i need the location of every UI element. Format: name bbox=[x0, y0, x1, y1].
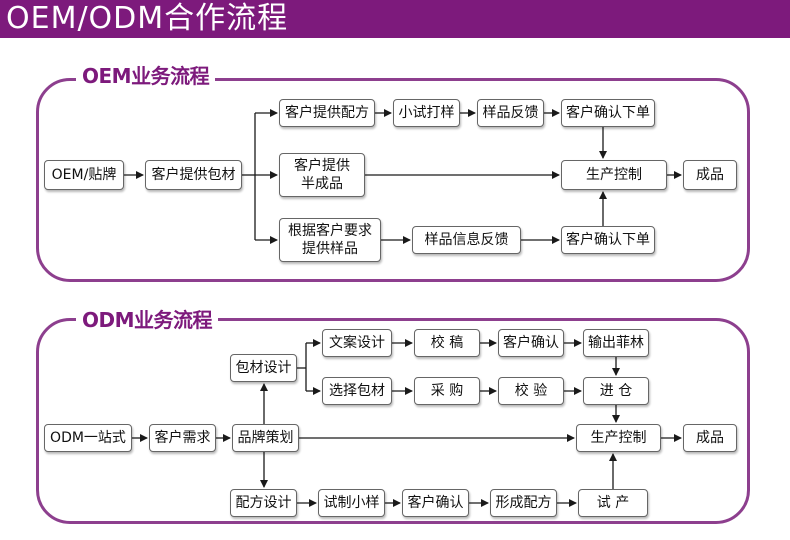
oem-start-box: OEM/贴牌 bbox=[44, 160, 124, 190]
oem-formula-box: 客户提供配方 bbox=[279, 99, 375, 127]
oem-confirm-bottom-box: 客户确认下单 bbox=[561, 226, 655, 254]
header-bar: OEM/ODM合作流程 bbox=[0, 0, 790, 38]
odm-section-title: ODM业务流程 bbox=[76, 307, 219, 333]
odm-finished-box: 成品 bbox=[683, 424, 737, 452]
oem-section-title: OEM业务流程 bbox=[76, 63, 216, 89]
odm-trial-sample-box: 试制小样 bbox=[318, 489, 385, 517]
odm-inspect-box: 校 验 bbox=[498, 377, 564, 405]
oem-package-box: 客户提供包材 bbox=[145, 160, 242, 190]
odm-brand-box: 品牌策划 bbox=[232, 424, 299, 452]
oem-finished-box: 成品 bbox=[683, 160, 737, 190]
oem-sample-feedback-box: 样品反馈 bbox=[477, 99, 544, 127]
odm-form-formula-box: 形成配方 bbox=[490, 489, 557, 517]
oem-trial-box: 小试打样 bbox=[393, 99, 460, 127]
odm-warehouse-box: 进 仓 bbox=[583, 377, 649, 405]
page-title: OEM/ODM合作流程 bbox=[6, 1, 289, 36]
oem-samples-box: 根据客户要求 提供样品 bbox=[279, 218, 381, 262]
odm-pack-design-box: 包材设计 bbox=[230, 354, 297, 382]
odm-copy-design-box: 文案设计 bbox=[322, 329, 392, 357]
oem-production-box: 生产控制 bbox=[561, 160, 667, 190]
odm-panel bbox=[36, 318, 750, 524]
odm-purchase-box: 采 购 bbox=[414, 377, 480, 405]
odm-needs-box: 客户需求 bbox=[149, 424, 216, 452]
oem-semi-product-box: 客户提供 半成品 bbox=[279, 153, 365, 197]
odm-production-box: 生产控制 bbox=[576, 424, 661, 452]
odm-customer-confirm-box: 客户确认 bbox=[498, 329, 564, 357]
odm-confirm2-box: 客户确认 bbox=[402, 489, 469, 517]
odm-select-pack-box: 选择包材 bbox=[322, 377, 392, 405]
oem-confirm-top-box: 客户确认下单 bbox=[561, 99, 655, 127]
odm-trial-production-box: 试 产 bbox=[578, 489, 648, 517]
odm-start-box: ODM一站式 bbox=[44, 424, 132, 452]
odm-proof-box: 校 稿 bbox=[414, 329, 480, 357]
odm-formula-design-box: 配方设计 bbox=[230, 489, 297, 517]
oem-panel bbox=[36, 78, 750, 282]
odm-film-box: 输出菲林 bbox=[583, 329, 649, 357]
oem-info-feedback-box: 样品信息反馈 bbox=[412, 226, 521, 254]
